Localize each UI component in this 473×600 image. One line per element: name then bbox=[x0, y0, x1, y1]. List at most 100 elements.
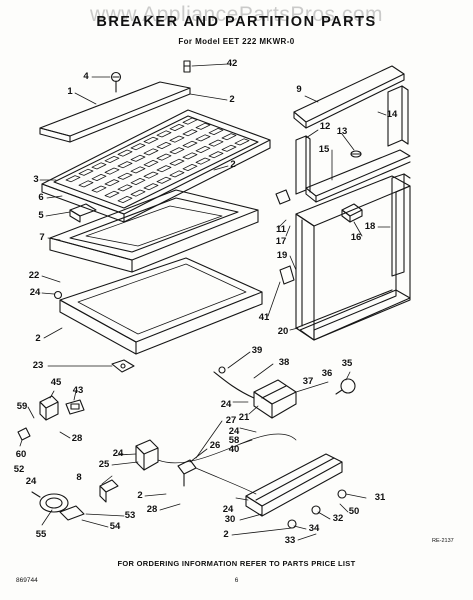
callout-41: 41 bbox=[258, 312, 270, 323]
callout-24: 24 bbox=[29, 287, 41, 298]
grille-slot bbox=[156, 141, 172, 150]
grille-slot bbox=[169, 170, 185, 178]
callout-30: 30 bbox=[224, 514, 236, 525]
grille-slot bbox=[65, 175, 81, 183]
grille-slot bbox=[195, 157, 211, 165]
grille-slot bbox=[221, 144, 237, 152]
grille-slot bbox=[143, 159, 159, 168]
grille-slot bbox=[117, 161, 133, 169]
callout-8: 8 bbox=[76, 472, 82, 483]
screw-part bbox=[110, 71, 122, 93]
page-number: 6 bbox=[234, 577, 239, 584]
wiring-lines bbox=[157, 433, 297, 495]
callout-34: 34 bbox=[308, 523, 320, 534]
callout-20: 20 bbox=[277, 326, 289, 337]
bracket-part bbox=[111, 359, 135, 373]
grille-slot bbox=[104, 179, 120, 187]
grille-slot bbox=[143, 136, 159, 144]
callout-24: 24 bbox=[112, 448, 124, 459]
callout-52: 52 bbox=[13, 464, 25, 475]
grille-slot bbox=[156, 176, 172, 184]
grille-slot bbox=[117, 195, 133, 204]
grille-slot bbox=[143, 183, 159, 191]
grille-slot bbox=[182, 163, 198, 172]
callout-24: 24 bbox=[222, 504, 234, 515]
breaker-frame bbox=[49, 189, 259, 273]
left-upper-post bbox=[295, 135, 311, 195]
grille-slot bbox=[234, 138, 250, 146]
grille-slot bbox=[130, 177, 146, 186]
callout-45: 45 bbox=[50, 377, 62, 388]
callout-31: 31 bbox=[374, 492, 386, 503]
grille-panel bbox=[41, 109, 271, 223]
grille-slot bbox=[91, 162, 107, 170]
callout-19: 19 bbox=[276, 250, 288, 261]
grille-slot bbox=[182, 117, 198, 125]
callout-18: 18 bbox=[364, 221, 376, 232]
callout-37: 37 bbox=[302, 376, 314, 387]
pad-part bbox=[69, 203, 97, 223]
callout-14: 14 bbox=[386, 109, 398, 120]
grille-slot bbox=[91, 185, 107, 193]
indicator-lens bbox=[65, 399, 85, 415]
grille-slot bbox=[169, 147, 185, 155]
light-housing bbox=[253, 379, 297, 419]
callout-9: 9 bbox=[296, 84, 302, 95]
right-upper-post bbox=[387, 85, 409, 147]
callout-5: 5 bbox=[38, 210, 44, 221]
grille-slot bbox=[104, 155, 120, 164]
grille-slot bbox=[182, 140, 198, 148]
callout-26: 26 bbox=[209, 440, 221, 451]
callout-54: 54 bbox=[109, 521, 121, 532]
callout-25: 25 bbox=[98, 459, 110, 470]
control-knob-assembly bbox=[31, 491, 85, 521]
callout-2: 2 bbox=[230, 159, 236, 170]
ordering-note: FOR ORDERING INFORMATION REFER TO PARTS … bbox=[117, 559, 356, 568]
grille-slot bbox=[130, 166, 146, 174]
callout-28: 28 bbox=[146, 504, 158, 515]
grille-slot bbox=[78, 168, 94, 176]
callout-36: 36 bbox=[321, 368, 333, 379]
callout-2: 2 bbox=[137, 490, 143, 501]
callout-16: 16 bbox=[350, 232, 362, 243]
relay-part bbox=[177, 459, 197, 487]
callout-42: 42 bbox=[226, 58, 238, 69]
callout-27: 27 bbox=[225, 415, 237, 426]
clip-part bbox=[183, 60, 191, 73]
grille-slot bbox=[130, 154, 146, 162]
grille-slot bbox=[221, 133, 237, 141]
callout-50: 50 bbox=[348, 506, 360, 517]
mullion-frame bbox=[295, 175, 411, 341]
callout-38: 38 bbox=[278, 357, 290, 368]
grille-slot bbox=[208, 127, 224, 136]
callout-28: 28 bbox=[71, 433, 83, 444]
callout-11: 11 bbox=[275, 224, 287, 235]
screw-part bbox=[53, 290, 63, 300]
grille-slot bbox=[156, 153, 172, 161]
grille-slot bbox=[78, 180, 94, 188]
terminal-block bbox=[99, 479, 119, 503]
grille-slot bbox=[182, 129, 198, 137]
callout-12: 12 bbox=[319, 121, 331, 132]
lamp-socket bbox=[17, 427, 31, 441]
grille-slot bbox=[91, 173, 107, 182]
grille-slot bbox=[143, 171, 159, 179]
callout-24: 24 bbox=[220, 399, 232, 410]
grille-slot bbox=[130, 143, 146, 151]
callout-40: 40 bbox=[228, 444, 240, 455]
grille-slots bbox=[65, 117, 250, 204]
grille-slot bbox=[169, 135, 185, 143]
mid-partition-strip bbox=[305, 149, 411, 203]
top-trim-strip bbox=[39, 81, 191, 143]
grille-slot bbox=[208, 139, 224, 147]
right-side-post bbox=[391, 173, 411, 277]
callout-32: 32 bbox=[332, 513, 344, 524]
document-number: 869744 bbox=[16, 577, 38, 584]
callout-2: 2 bbox=[35, 333, 41, 344]
wire-harness bbox=[213, 366, 255, 399]
grille-slot bbox=[117, 172, 133, 180]
model-subtitle: For Model EET 222 MKWR-0 bbox=[178, 37, 295, 46]
thermostat-switch bbox=[135, 439, 159, 471]
